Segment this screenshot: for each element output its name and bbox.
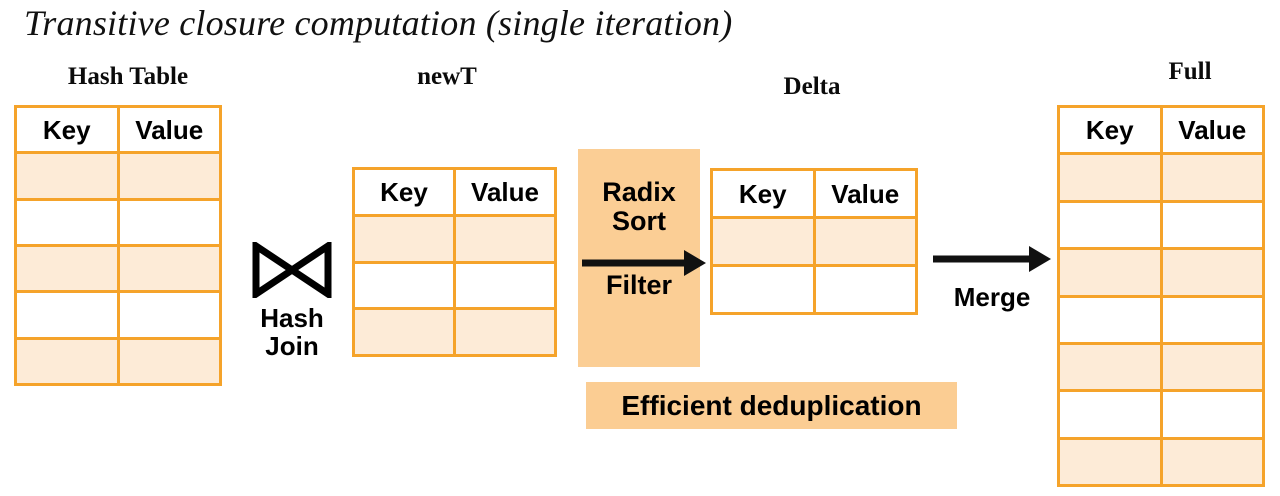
radix-sort-filter-stage: Radix Sort Filter: [578, 149, 700, 367]
column-label-key: Key: [42, 114, 91, 145]
cell-key: [17, 246, 120, 291]
filter-label: Filter: [605, 270, 672, 301]
header-cell-value: Value: [816, 171, 916, 216]
column-label-value: Value: [135, 114, 204, 145]
cell-value: [120, 201, 220, 244]
table-row: [1060, 344, 1263, 393]
cell-key: [355, 310, 456, 354]
cell-key: [1060, 297, 1163, 342]
cell-key: [355, 263, 456, 308]
cell-key: [1060, 392, 1163, 437]
hash-join-label: Hash Join: [260, 303, 324, 362]
cell-key: [17, 154, 120, 198]
cell-value: [1163, 203, 1263, 247]
full-table: Key Value: [1057, 105, 1265, 487]
stage-arrow-icon: [582, 250, 706, 276]
column-label-value: Value: [1178, 115, 1247, 146]
cell-value: [456, 310, 554, 354]
table-row: [1060, 439, 1263, 484]
table-row: [355, 310, 554, 354]
table-header-row: Key Value: [713, 171, 915, 219]
table-header-row: Key Value: [1060, 108, 1263, 156]
cell-key: [1060, 155, 1163, 200]
table-row: [1060, 297, 1263, 345]
header-cell-value: Value: [456, 170, 554, 214]
cell-value: [120, 340, 220, 383]
table-row: [17, 246, 220, 294]
cell-key: [713, 219, 816, 264]
cell-value: [1163, 440, 1263, 484]
header-cell-key: Key: [17, 108, 120, 152]
page-title: Transitive closure computation (single i…: [24, 3, 733, 43]
table-row: [1060, 250, 1263, 298]
table-row: [17, 293, 220, 340]
full-caption: Full: [1168, 58, 1212, 85]
delta-table: Key Value: [710, 168, 918, 315]
cell-key: [17, 200, 120, 244]
cell-value: [1163, 392, 1263, 436]
cell-value: [456, 264, 554, 308]
cell-value: [1163, 345, 1263, 389]
newt-caption: newT: [417, 63, 477, 90]
cell-value: [1163, 298, 1263, 342]
table-row: [355, 216, 554, 264]
cell-value: [120, 247, 220, 290]
table-row: [713, 219, 915, 267]
header-cell-value: Value: [1163, 108, 1263, 152]
column-label-key: Key: [738, 178, 787, 209]
column-label-key: Key: [1085, 115, 1134, 146]
cell-key: [17, 293, 120, 337]
table-row: [1060, 155, 1263, 203]
hash-table: Key Value: [14, 105, 222, 386]
efficient-deduplication-banner: Efficient deduplication: [586, 382, 957, 429]
newt-table: Key Value: [352, 167, 557, 357]
cell-value: [816, 219, 916, 264]
cell-value: [1163, 250, 1263, 294]
cell-value: [120, 154, 220, 197]
table-row: [17, 154, 220, 201]
cell-value: [456, 217, 554, 261]
table-row: [1060, 202, 1263, 251]
column-label-key: Key: [380, 176, 428, 207]
table-row: [17, 200, 220, 247]
bowtie-join-icon: [252, 242, 332, 298]
table-header-row: Key Value: [355, 170, 554, 217]
header-cell-key: Key: [1060, 108, 1163, 153]
hash-table-caption: Hash Table: [67, 63, 189, 90]
table-row: [355, 263, 554, 311]
merge-arrow-icon: [933, 246, 1051, 272]
cell-value: [816, 267, 916, 312]
table-row: [17, 339, 220, 383]
merge-label: Merge: [953, 282, 1031, 312]
table-row: [713, 267, 915, 312]
radix-sort-label: Radix Sort: [602, 177, 676, 237]
column-label-value: Value: [471, 176, 539, 207]
cell-key: [17, 339, 120, 383]
header-cell-key: Key: [355, 170, 456, 214]
cell-key: [355, 216, 456, 261]
banner-label: Efficient deduplication: [621, 389, 922, 421]
table-header-row: Key Value: [17, 108, 220, 155]
header-cell-value: Value: [120, 108, 220, 151]
cell-value: [1163, 155, 1263, 199]
hash-join-operator: Hash Join: [246, 242, 338, 360]
header-cell-key: Key: [713, 171, 816, 216]
cell-key: [1060, 202, 1163, 248]
cell-key: [1060, 250, 1163, 295]
cell-key: [713, 267, 816, 312]
cell-value: [120, 293, 220, 336]
column-label-value: Value: [831, 178, 900, 209]
cell-key: [1060, 344, 1163, 390]
cell-key: [1060, 439, 1163, 484]
table-row: [1060, 392, 1263, 440]
delta-caption: Delta: [783, 73, 841, 100]
